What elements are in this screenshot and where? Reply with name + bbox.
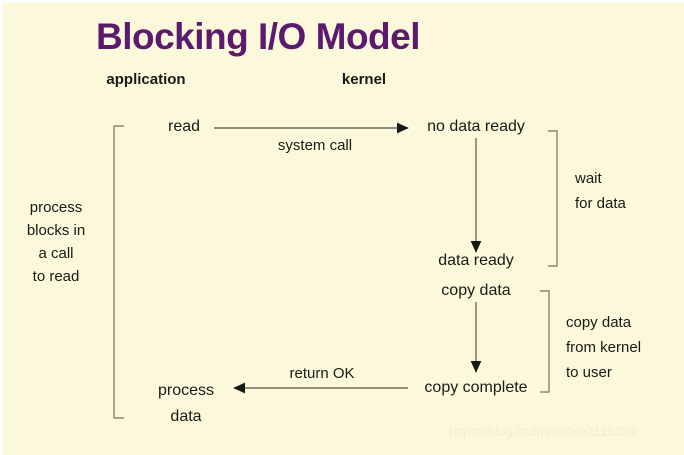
left-edge-margin [0, 0, 3, 455]
node-copy-data: copy data [441, 282, 511, 299]
node-read: read [167, 118, 201, 135]
bracket-copy-from-kernel [540, 290, 550, 393]
bracket-wait-for-data [548, 130, 558, 267]
node-data-ready: data ready [438, 252, 514, 269]
bracket-label-wait-for-data: wait for data [575, 170, 626, 212]
column-header-kernel: kernel [341, 71, 387, 88]
bracket-label-process-blocks: process blocks in a call to read [26, 199, 86, 285]
top-edge-margin [0, 0, 684, 3]
page-title: Blocking I/O Model [95, 16, 421, 57]
node-copy-complete: copy complete [424, 379, 528, 396]
column-header-application: application [106, 71, 186, 88]
node-process-data: data [170, 408, 202, 425]
edge-label-return-ok: return OK [289, 365, 355, 382]
watermark: https://blog.csdn.net/leo2115339 [449, 424, 636, 439]
bracket-label-copy-from-kernel: copy data from kernel to user [566, 314, 642, 381]
node-process: process [157, 382, 215, 399]
bracket-process-blocks [113, 125, 124, 419]
edge-label-system-call: system call [277, 137, 353, 154]
node-no-data-ready: no data ready [427, 118, 525, 135]
